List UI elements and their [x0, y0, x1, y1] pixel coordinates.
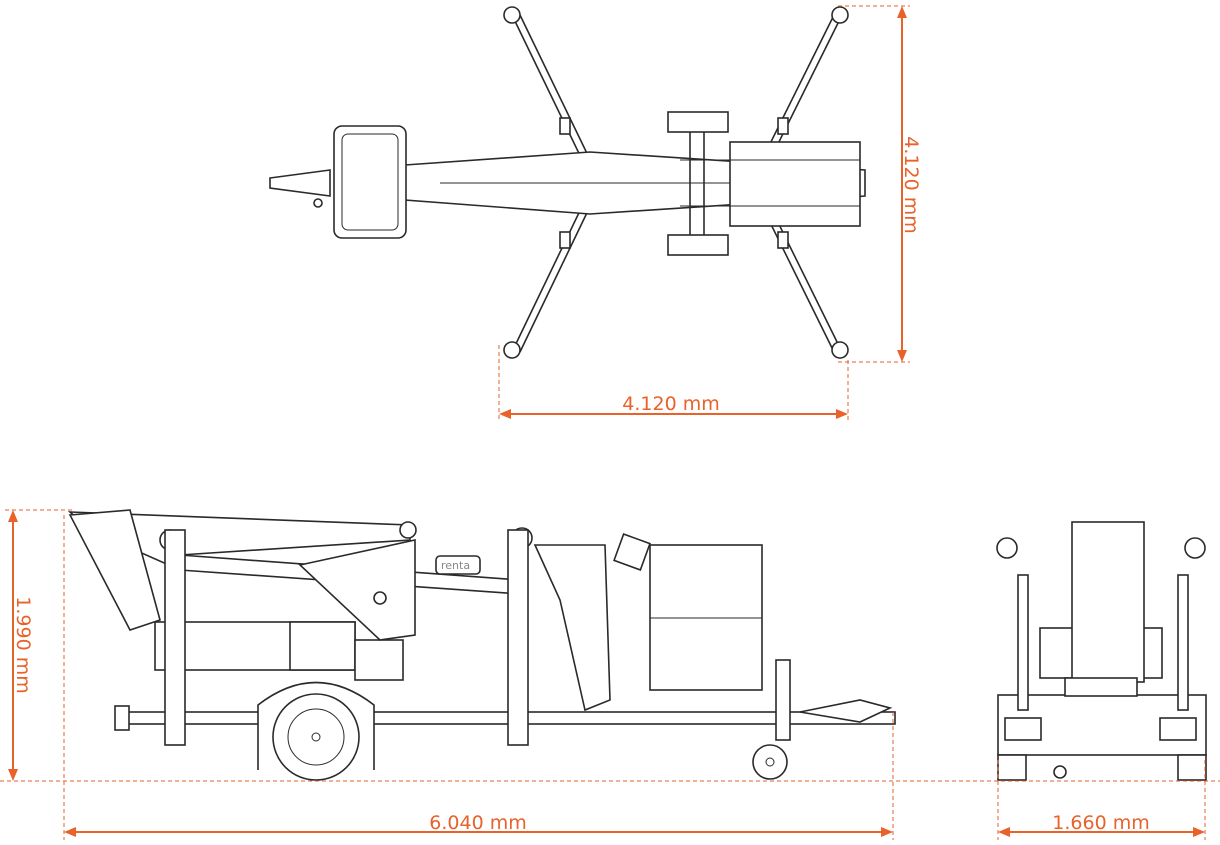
renta-logo: renta	[441, 559, 470, 572]
top-view-width-label: 4.120 mm	[622, 393, 719, 415]
jockey-wheel	[752, 659, 791, 780]
dimension-top-height: 4.120 mm	[838, 5, 922, 363]
dimension-top-width: 4.120 mm	[498, 345, 849, 422]
dimension-front-width: 1.660 mm	[997, 760, 1206, 840]
top-drawbar	[269, 169, 331, 208]
side-outrigger-legs	[164, 529, 529, 746]
front-view-width-label: 1.660 mm	[1052, 812, 1149, 834]
side-view: renta	[67, 509, 896, 781]
side-wheel	[272, 693, 360, 781]
dimension-side-length: 6.040 mm	[63, 515, 894, 840]
side-view-length-label: 6.040 mm	[429, 812, 526, 834]
side-basket	[613, 533, 763, 691]
side-view-height-label: 1.990 mm	[12, 596, 34, 693]
front-view	[996, 521, 1207, 781]
side-boom: renta	[67, 509, 533, 641]
top-view-length-label: 4.120 mm	[900, 136, 922, 233]
boom-pivot-bracket	[533, 544, 611, 712]
top-basket	[333, 125, 407, 239]
dimension-side-height: 1.990 mm	[0, 509, 1220, 782]
top-wheels	[667, 111, 729, 256]
top-view	[269, 6, 866, 359]
top-boom	[404, 141, 866, 227]
hitch-coupling	[799, 699, 893, 723]
